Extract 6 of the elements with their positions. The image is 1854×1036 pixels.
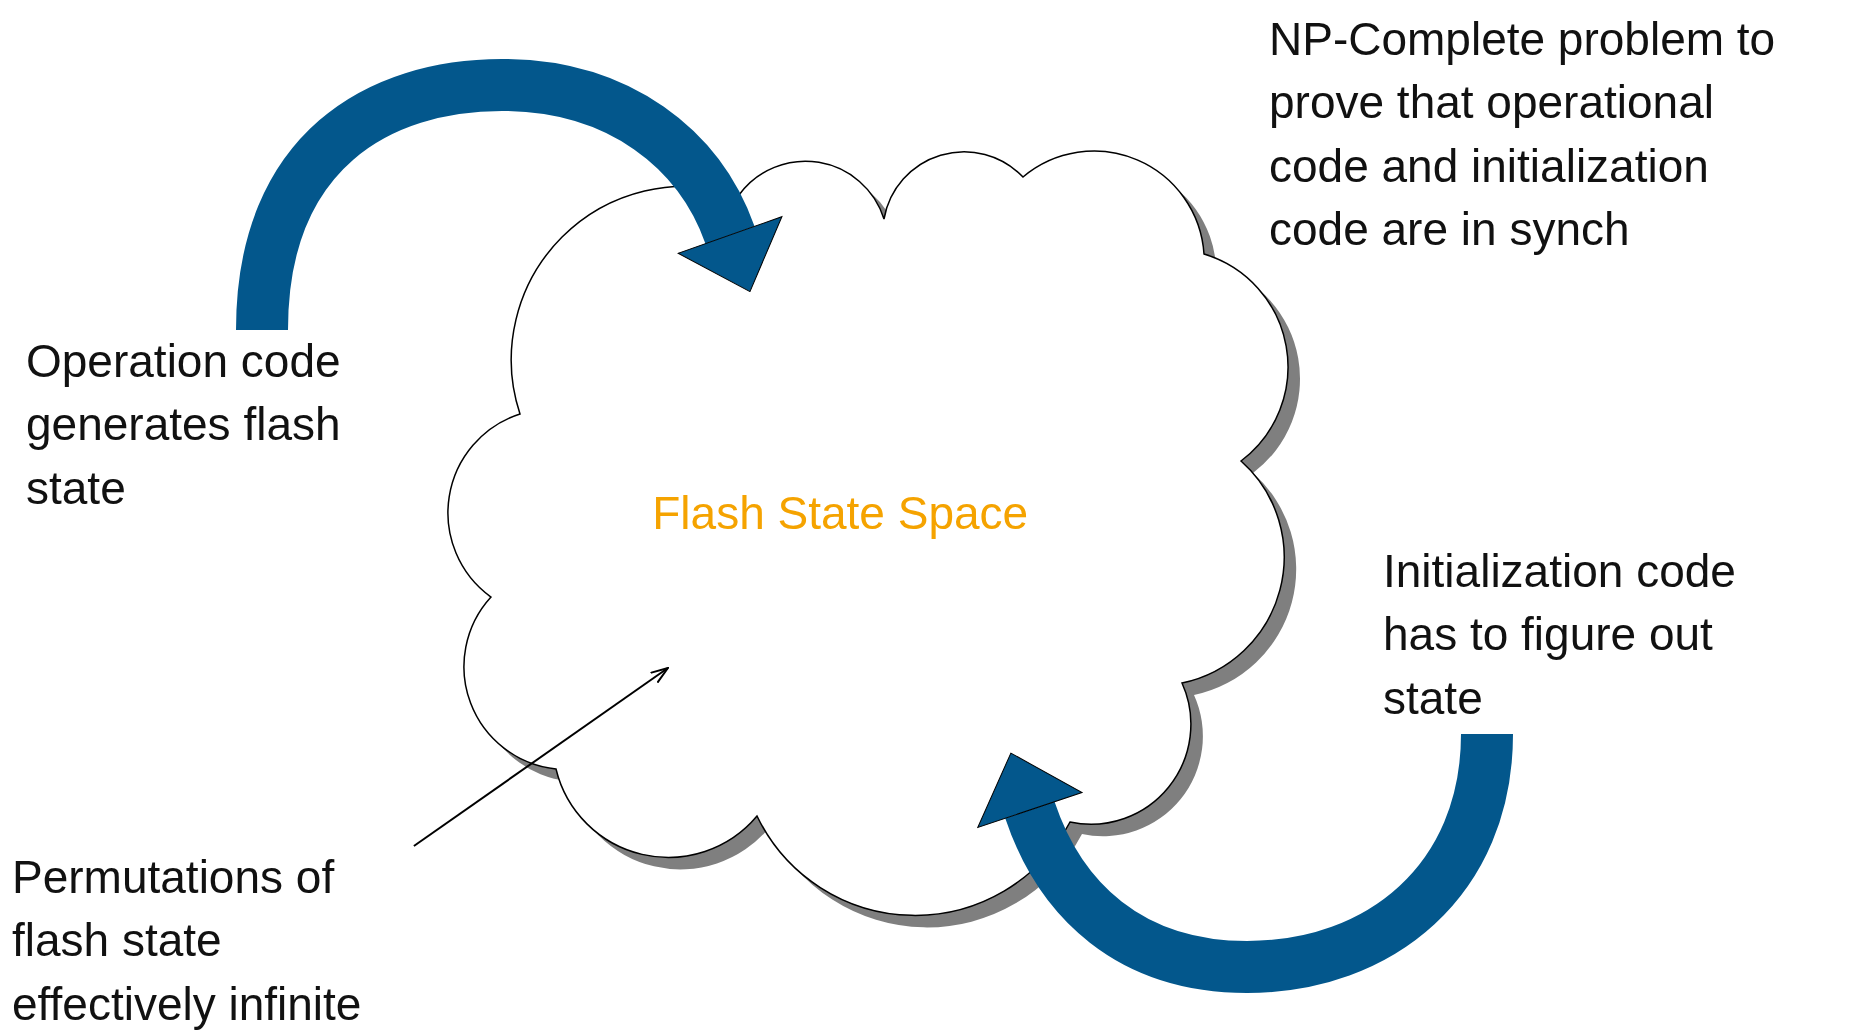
annotation-text: Operation code generates flash state xyxy=(26,330,366,521)
note-text: NP-Complete problem to prove that operational code and initialization code are in synch xyxy=(1269,12,1777,258)
leader-line xyxy=(412,667,669,847)
cloud-label: Flash State Space xyxy=(652,485,1029,540)
annotation-text: Initialization code has to figure out state xyxy=(1383,540,1743,731)
annotation-text: Permutations of flash state effectively infinite xyxy=(12,846,432,1036)
